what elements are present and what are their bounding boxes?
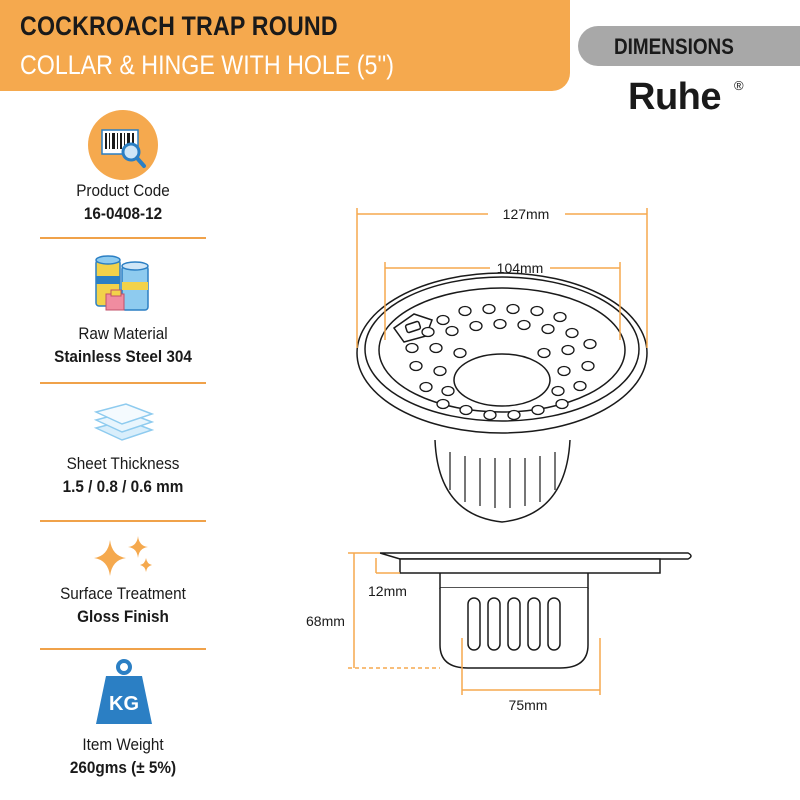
spec-raw-material: Raw Material Stainless Steel 304: [40, 324, 206, 367]
collar-height-label: 12mm: [368, 583, 407, 599]
basket-body: [434, 439, 571, 523]
outer-diameter-label: 127mm: [503, 206, 550, 222]
stacked-sheets-icon: [93, 403, 155, 441]
sparkles-icon: [94, 536, 152, 576]
spec-label: Raw Material: [78, 324, 168, 343]
dimensions-tab: DIMENSIONS: [578, 26, 800, 66]
product-title: COCKROACH TRAP ROUND: [20, 11, 338, 41]
spec-label: Sheet Thickness: [66, 454, 180, 473]
grate-plate: [378, 287, 626, 413]
spec-value: 16-0408-12: [83, 204, 163, 223]
grate-holes: [405, 303, 597, 421]
product-subtitle: COLLAR & HINGE WITH HOLE (5''): [20, 50, 394, 80]
spec-label: Product Code: [76, 181, 170, 200]
dimension-drawing: 127mm 104mm 68mm 12mm 75mm: [306, 206, 692, 713]
spec-label: Surface Treatment: [60, 584, 186, 603]
spec-value: 260gms (± 5%): [69, 758, 177, 777]
spec-value: 1.5 / 0.8 / 0.6 mm: [62, 477, 184, 496]
spec-divider: [40, 520, 206, 522]
dimensions-tab-label: DIMENSIONS: [614, 34, 734, 59]
spec-surface-treatment: Surface Treatment Gloss Finish: [40, 584, 206, 627]
barcode-magnifier-icon: [88, 110, 158, 180]
inner-diameter-label: 104mm: [497, 260, 544, 276]
spec-label: Item Weight: [82, 735, 164, 754]
spec-item-weight: Item Weight 260gms (± 5%): [40, 735, 206, 778]
steel-drums-icon: [95, 255, 149, 311]
spec-divider: [40, 648, 206, 650]
brand-registered-mark: ®: [734, 78, 744, 93]
side-view: [379, 552, 692, 669]
dimension-lines-top: [356, 208, 648, 348]
spec-sheet-thickness: Sheet Thickness 1.5 / 0.8 / 0.6 mm: [40, 454, 206, 497]
dimension-lines-side: [348, 552, 601, 695]
total-height-label: 68mm: [306, 613, 345, 629]
spec-divider: [40, 382, 206, 384]
center-hole: [453, 353, 551, 407]
weight-unit-text: KG: [109, 693, 139, 715]
header-banner: COCKROACH TRAP ROUND COLLAR & HINGE WITH…: [0, 0, 570, 91]
spec-product-code: Product Code 16-0408-12: [40, 181, 206, 224]
outer-collar: [356, 272, 648, 434]
spec-divider: [40, 237, 206, 239]
spec-value: Gloss Finish: [77, 607, 169, 626]
brand-logo: Ruhe: [628, 76, 722, 118]
body-diameter-label: 75mm: [509, 697, 548, 713]
spec-value: Stainless Steel 304: [54, 347, 192, 366]
kg-weight-icon: KG: [96, 659, 152, 724]
